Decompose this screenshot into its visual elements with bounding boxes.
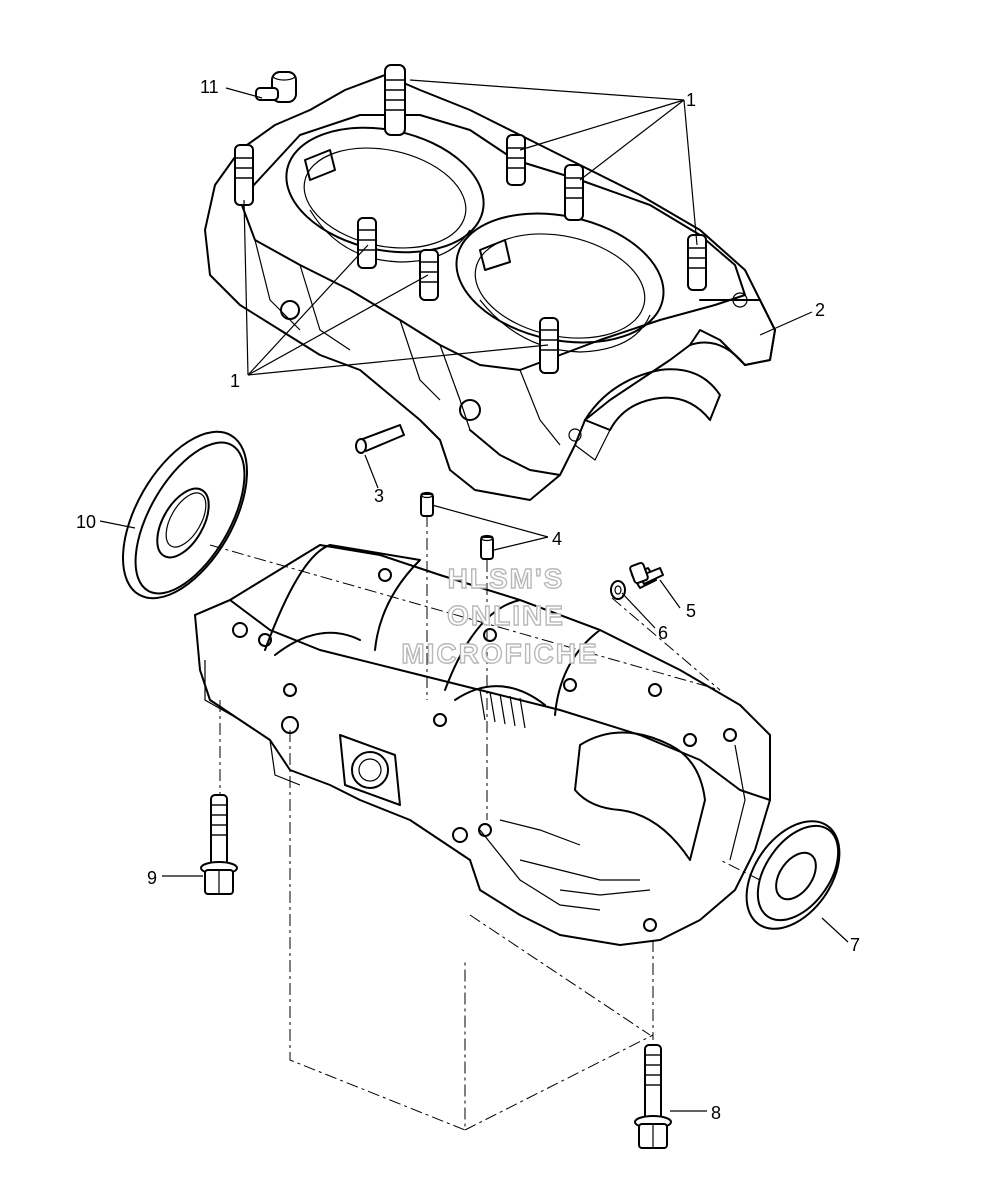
dowel-pin <box>420 491 434 517</box>
callout-4: 4 <box>552 529 562 549</box>
watermark-line-2: ONLINE <box>447 600 565 631</box>
dowel-pin <box>480 534 494 560</box>
bolt-small <box>629 561 664 589</box>
dowel-pins <box>420 491 494 560</box>
leader-lines <box>99 79 849 1112</box>
stud <box>419 249 439 301</box>
callout-6: 6 <box>658 623 668 643</box>
callout-10: 10 <box>76 512 96 532</box>
callout-1-bottom: 1 <box>230 371 240 391</box>
bolt-long-right <box>634 1044 672 1149</box>
callout-3: 3 <box>374 486 384 506</box>
callout-11: 11 <box>200 77 219 97</box>
callout-9: 9 <box>147 868 157 888</box>
callout-5: 5 <box>686 601 696 621</box>
cylinder-studs <box>234 64 707 374</box>
callout-7: 7 <box>850 935 860 955</box>
lower-crankcase <box>194 544 771 946</box>
oil-seal-right <box>745 820 841 930</box>
stud <box>687 234 707 291</box>
oil-seal-left <box>122 430 248 600</box>
callout-8: 8 <box>711 1103 721 1123</box>
callout-2: 2 <box>815 300 825 320</box>
elbow-fitting <box>255 71 297 103</box>
watermark-line-1: HLSM'S <box>448 563 565 594</box>
callout-numbers: 1 1 2 3 4 5 6 7 8 9 10 11 <box>76 77 860 1123</box>
stud <box>357 217 377 269</box>
callout-1-top: 1 <box>686 90 696 110</box>
washer <box>610 580 626 600</box>
bolt-long-left <box>200 794 238 895</box>
crankcase-pin <box>355 424 405 454</box>
stud <box>384 64 406 136</box>
alignment-lines <box>209 515 761 1131</box>
watermark-line-3: MICROFICHE <box>401 638 598 669</box>
watermark: HLSM'S ONLINE MICROFICHE <box>401 562 598 669</box>
stud <box>564 164 584 221</box>
stud <box>234 144 254 206</box>
stud <box>506 134 526 186</box>
